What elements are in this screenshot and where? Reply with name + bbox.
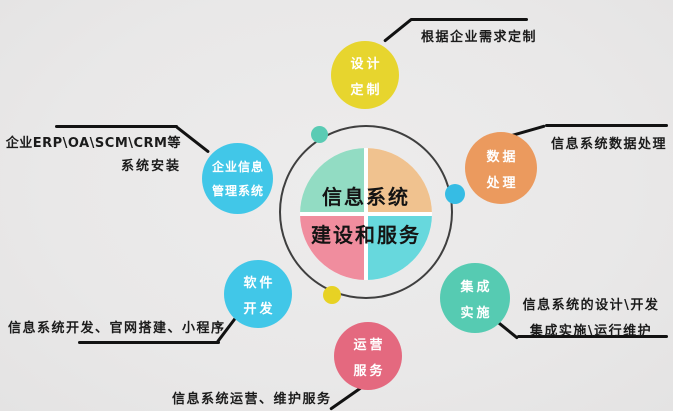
quadrant-bottom-left: [300, 216, 364, 280]
node-data-processing: 数据 处理: [465, 132, 537, 204]
diagram-title-line1: 信息系统: [322, 184, 410, 209]
note-enterprise-line1: 企业ERP\OA\SCM\CRM等: [5, 136, 181, 151]
orbit-dot-yellow: [323, 286, 341, 304]
node-design-label-line1: 设计: [350, 56, 383, 72]
quadrant-top-right: [368, 148, 432, 212]
connector-integration-horizontal: [517, 335, 668, 338]
connector-enterprise-horizontal: [55, 125, 178, 128]
node-integration-implementation: 集成 实施: [440, 263, 510, 333]
connector-design-diagonal: [383, 17, 413, 43]
diagram-title-line2: 建设和服务: [311, 222, 421, 247]
node-integration-label-line2: 实施: [460, 305, 493, 321]
orbit-ring: [279, 125, 453, 299]
node-data-label-line1: 数据: [486, 149, 519, 165]
center-pie-circle: 信息系统 建设和服务: [300, 148, 432, 280]
note-integration-line1: 信息系统的设计\开发: [522, 298, 660, 313]
node-operation-label-line2: 服务: [353, 363, 386, 379]
orbit-dot-blue: [445, 184, 465, 204]
connector-software-horizontal: [78, 341, 220, 344]
node-enterprise-label-line1: 企业信息: [211, 160, 264, 174]
connector-design-horizontal: [410, 18, 528, 21]
note-operation: 信息系统运营、维护服务: [172, 392, 332, 407]
quadrant-top-left: [300, 148, 364, 212]
node-design-customization: 设计 定制: [331, 41, 399, 109]
note-integration: 信息系统的设计\开发 集成实施\运行维护: [512, 294, 670, 339]
diagram-title: 信息系统 建设和服务: [300, 148, 432, 280]
node-operation-label-line1: 运营: [353, 337, 386, 353]
note-data: 信息系统数据处理: [551, 137, 668, 152]
node-software-label-line2: 开发: [243, 301, 276, 317]
node-enterprise-label-line2: 管理系统: [211, 184, 264, 198]
node-operation-service: 运营 服务: [334, 322, 402, 390]
note-design: 根据企业需求定制: [421, 30, 538, 45]
node-enterprise-info-system: 企业信息 管理系统: [202, 143, 273, 214]
node-design-label-line2: 定制: [350, 82, 383, 98]
node-software-label-line1: 软件: [243, 275, 276, 291]
quadrant-bottom-right: [368, 216, 432, 280]
orbit-dot-teal: [311, 126, 328, 143]
note-enterprise-line2: 系统安装: [120, 159, 181, 174]
node-data-label-line2: 处理: [486, 175, 519, 191]
connector-data-horizontal: [545, 124, 668, 127]
node-software-development: 软件 开发: [224, 260, 292, 328]
note-software: 信息系统开发、官网搭建、小程序: [8, 321, 226, 336]
connector-operation-diagonal: [329, 385, 363, 411]
node-integration-label-line1: 集成: [460, 279, 493, 295]
note-integration-line2: 集成实施\运行维护: [529, 324, 653, 339]
note-enterprise: 企业ERP\OA\SCM\CRM等 系统安装: [0, 132, 181, 174]
